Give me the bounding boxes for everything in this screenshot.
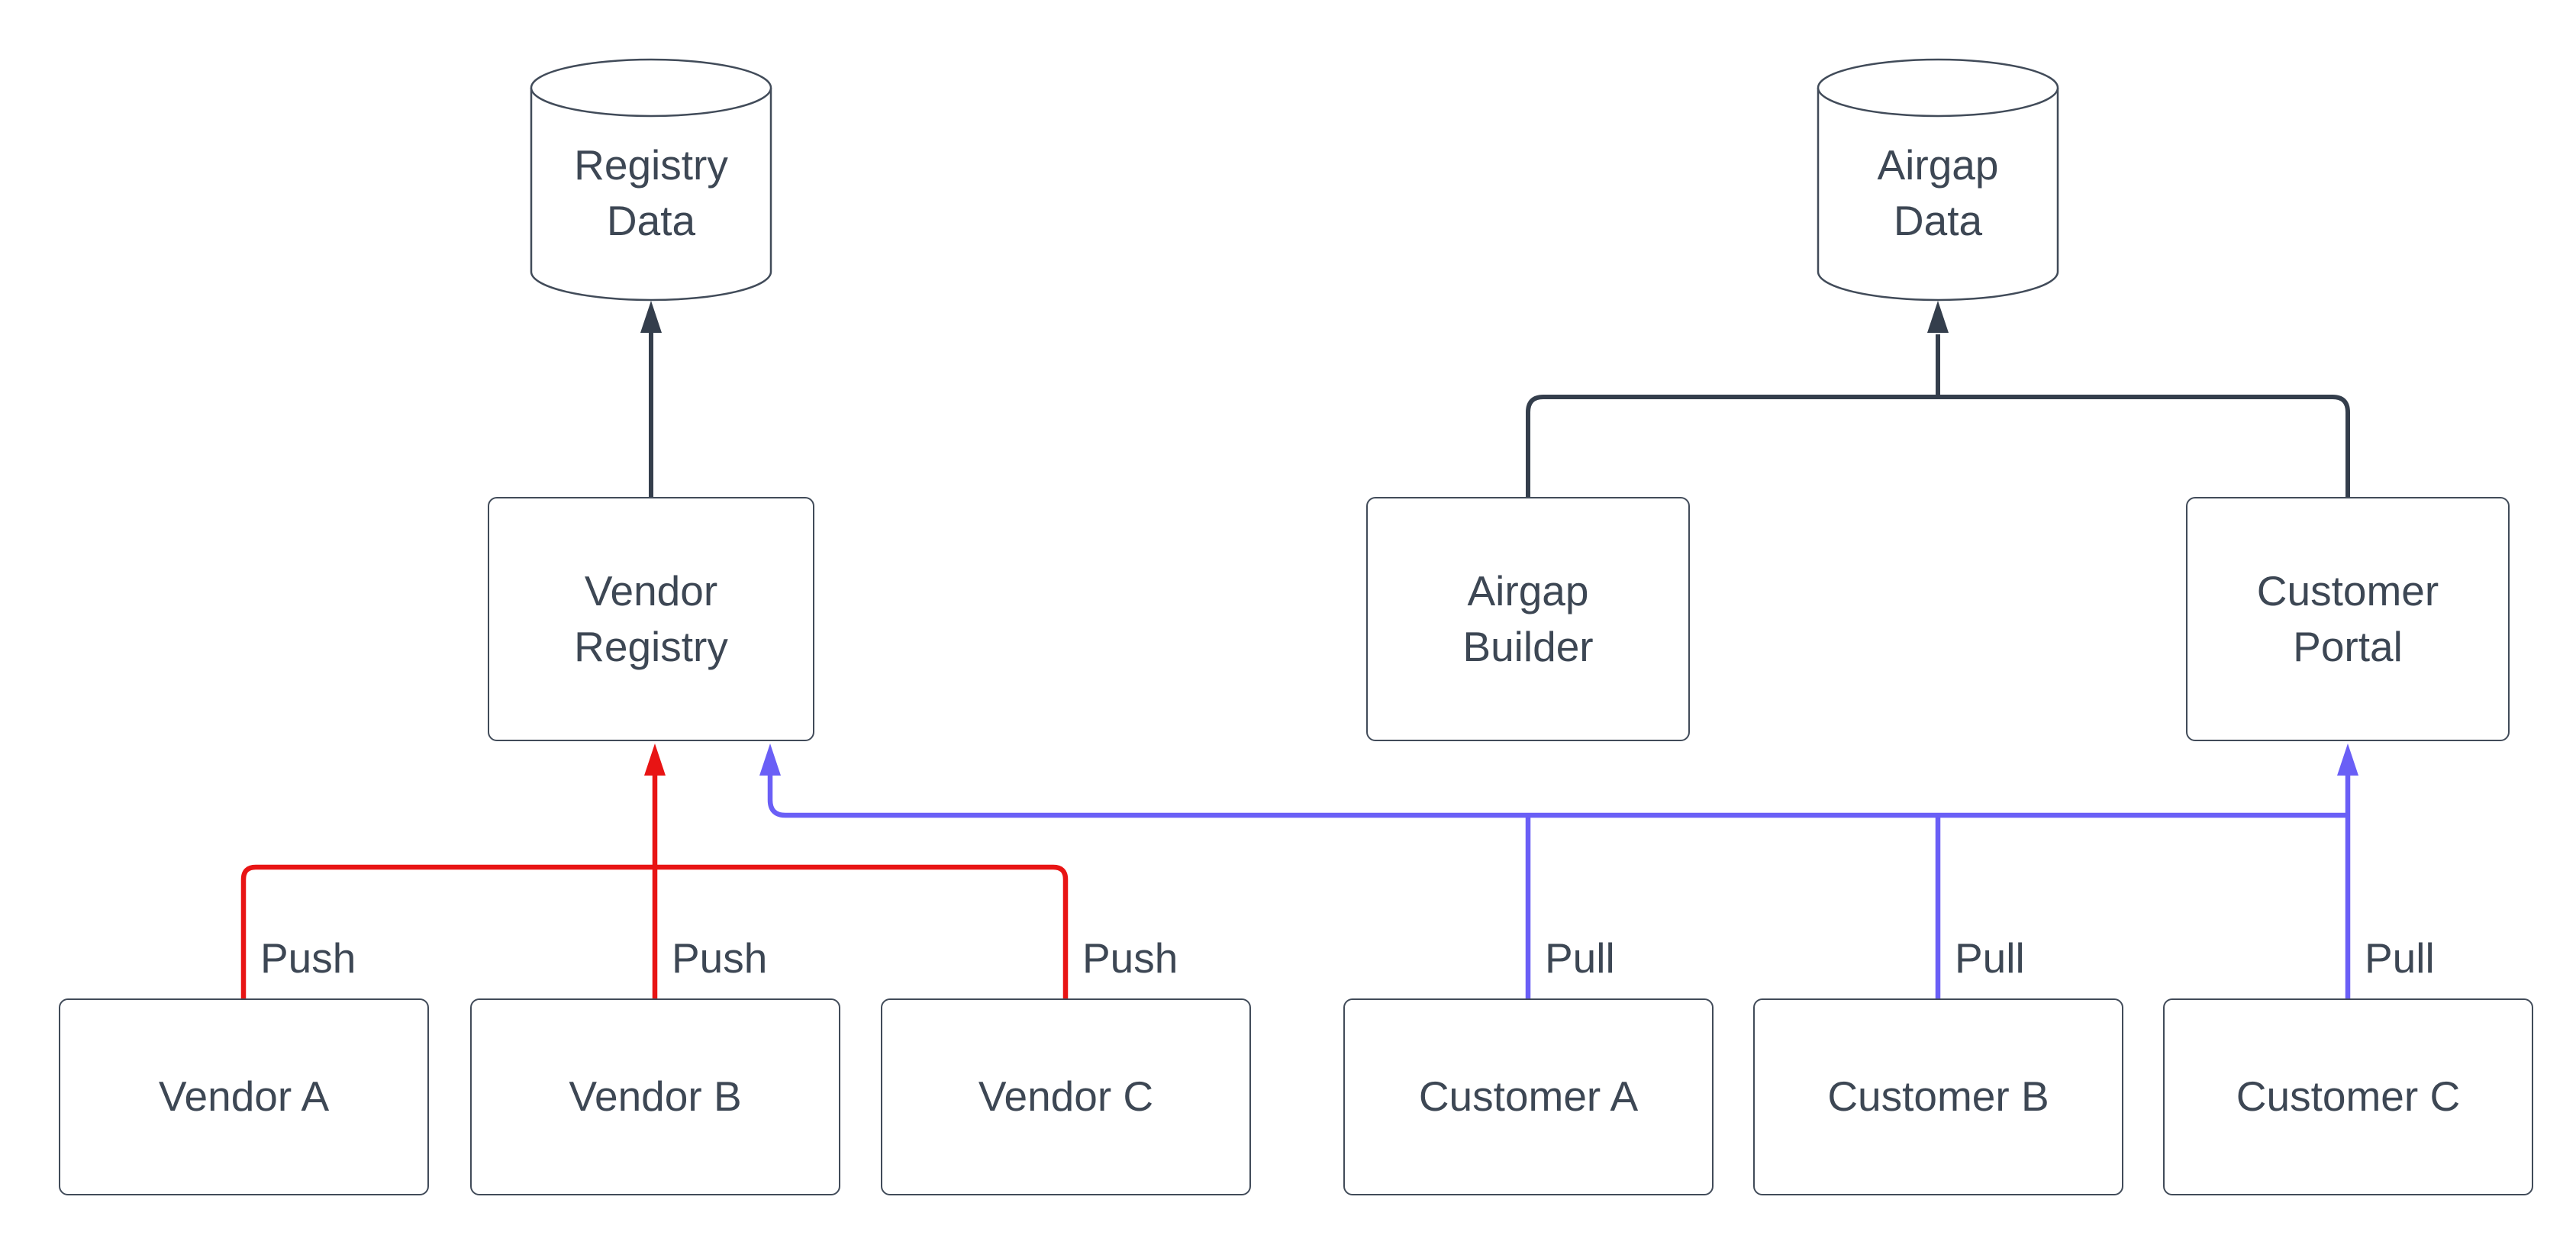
edge-label-pull-customer-a: Pull <box>1545 934 1615 982</box>
node-label: Vendor C <box>978 1073 1154 1121</box>
database-cylinder-icon <box>530 58 772 302</box>
edge-label-pull-customer-c: Pull <box>2365 934 2435 982</box>
node-vendor-b: Vendor B <box>470 998 840 1195</box>
node-customer-b: Customer B <box>1753 998 2123 1195</box>
node-customer-c: Customer C <box>2163 998 2533 1195</box>
edge-label-push-vendor-b: Push <box>672 934 768 982</box>
edge-line <box>240 774 1069 1002</box>
node-label: Registry Data <box>574 140 728 244</box>
edge-airgap-tree-to-airgap-data <box>1526 301 2350 497</box>
node-label: Customer B <box>1827 1073 2049 1121</box>
database-cylinder-icon <box>1817 58 2059 302</box>
node-label: Airgap Data <box>1877 140 1999 244</box>
node-label: Vendor Registry <box>574 566 728 670</box>
node-vendor-registry: Vendor Registry <box>488 497 814 741</box>
node-label: Vendor A <box>158 1073 330 1121</box>
node-registry-data: Registry Data <box>529 57 773 302</box>
arrowhead-up-icon <box>644 744 666 776</box>
edge-label-pull-customer-b: Pull <box>1955 934 2025 982</box>
cylinder-top <box>530 58 772 118</box>
edge-vendor-registry-to-registry-data <box>640 301 662 497</box>
arrowhead-up-icon <box>2337 744 2358 776</box>
cylinder-top <box>1817 58 2059 118</box>
arrowhead-up-icon <box>759 744 781 776</box>
node-customer-portal: Customer Portal <box>2186 497 2510 741</box>
edge-vendors-push-tree <box>240 744 1069 1002</box>
arrowhead-up-icon <box>1927 301 1949 333</box>
node-vendor-c: Vendor C <box>881 998 1251 1195</box>
node-label: Customer Portal <box>2256 566 2439 670</box>
node-label: Vendor B <box>569 1073 742 1121</box>
node-label: Airgap Builder <box>1462 566 1594 670</box>
edge-line <box>1526 334 2350 497</box>
edge-label-push-vendor-c: Push <box>1082 934 1178 982</box>
edge-label-push-vendor-a: Push <box>260 934 356 982</box>
node-airgap-data: Airgap Data <box>1816 57 2060 302</box>
node-customer-a: Customer A <box>1343 998 1714 1195</box>
arrowhead-up-icon <box>640 301 662 333</box>
edge-customers-pull-tree <box>759 744 2358 1002</box>
node-label: Customer C <box>2236 1073 2461 1121</box>
cylinder-body <box>530 88 772 302</box>
cylinder-body <box>1817 88 2059 302</box>
node-airgap-builder: Airgap Builder <box>1366 497 1690 741</box>
node-vendor-a: Vendor A <box>59 998 429 1195</box>
edge-line <box>767 774 2351 1002</box>
node-label: Customer A <box>1418 1073 1639 1121</box>
